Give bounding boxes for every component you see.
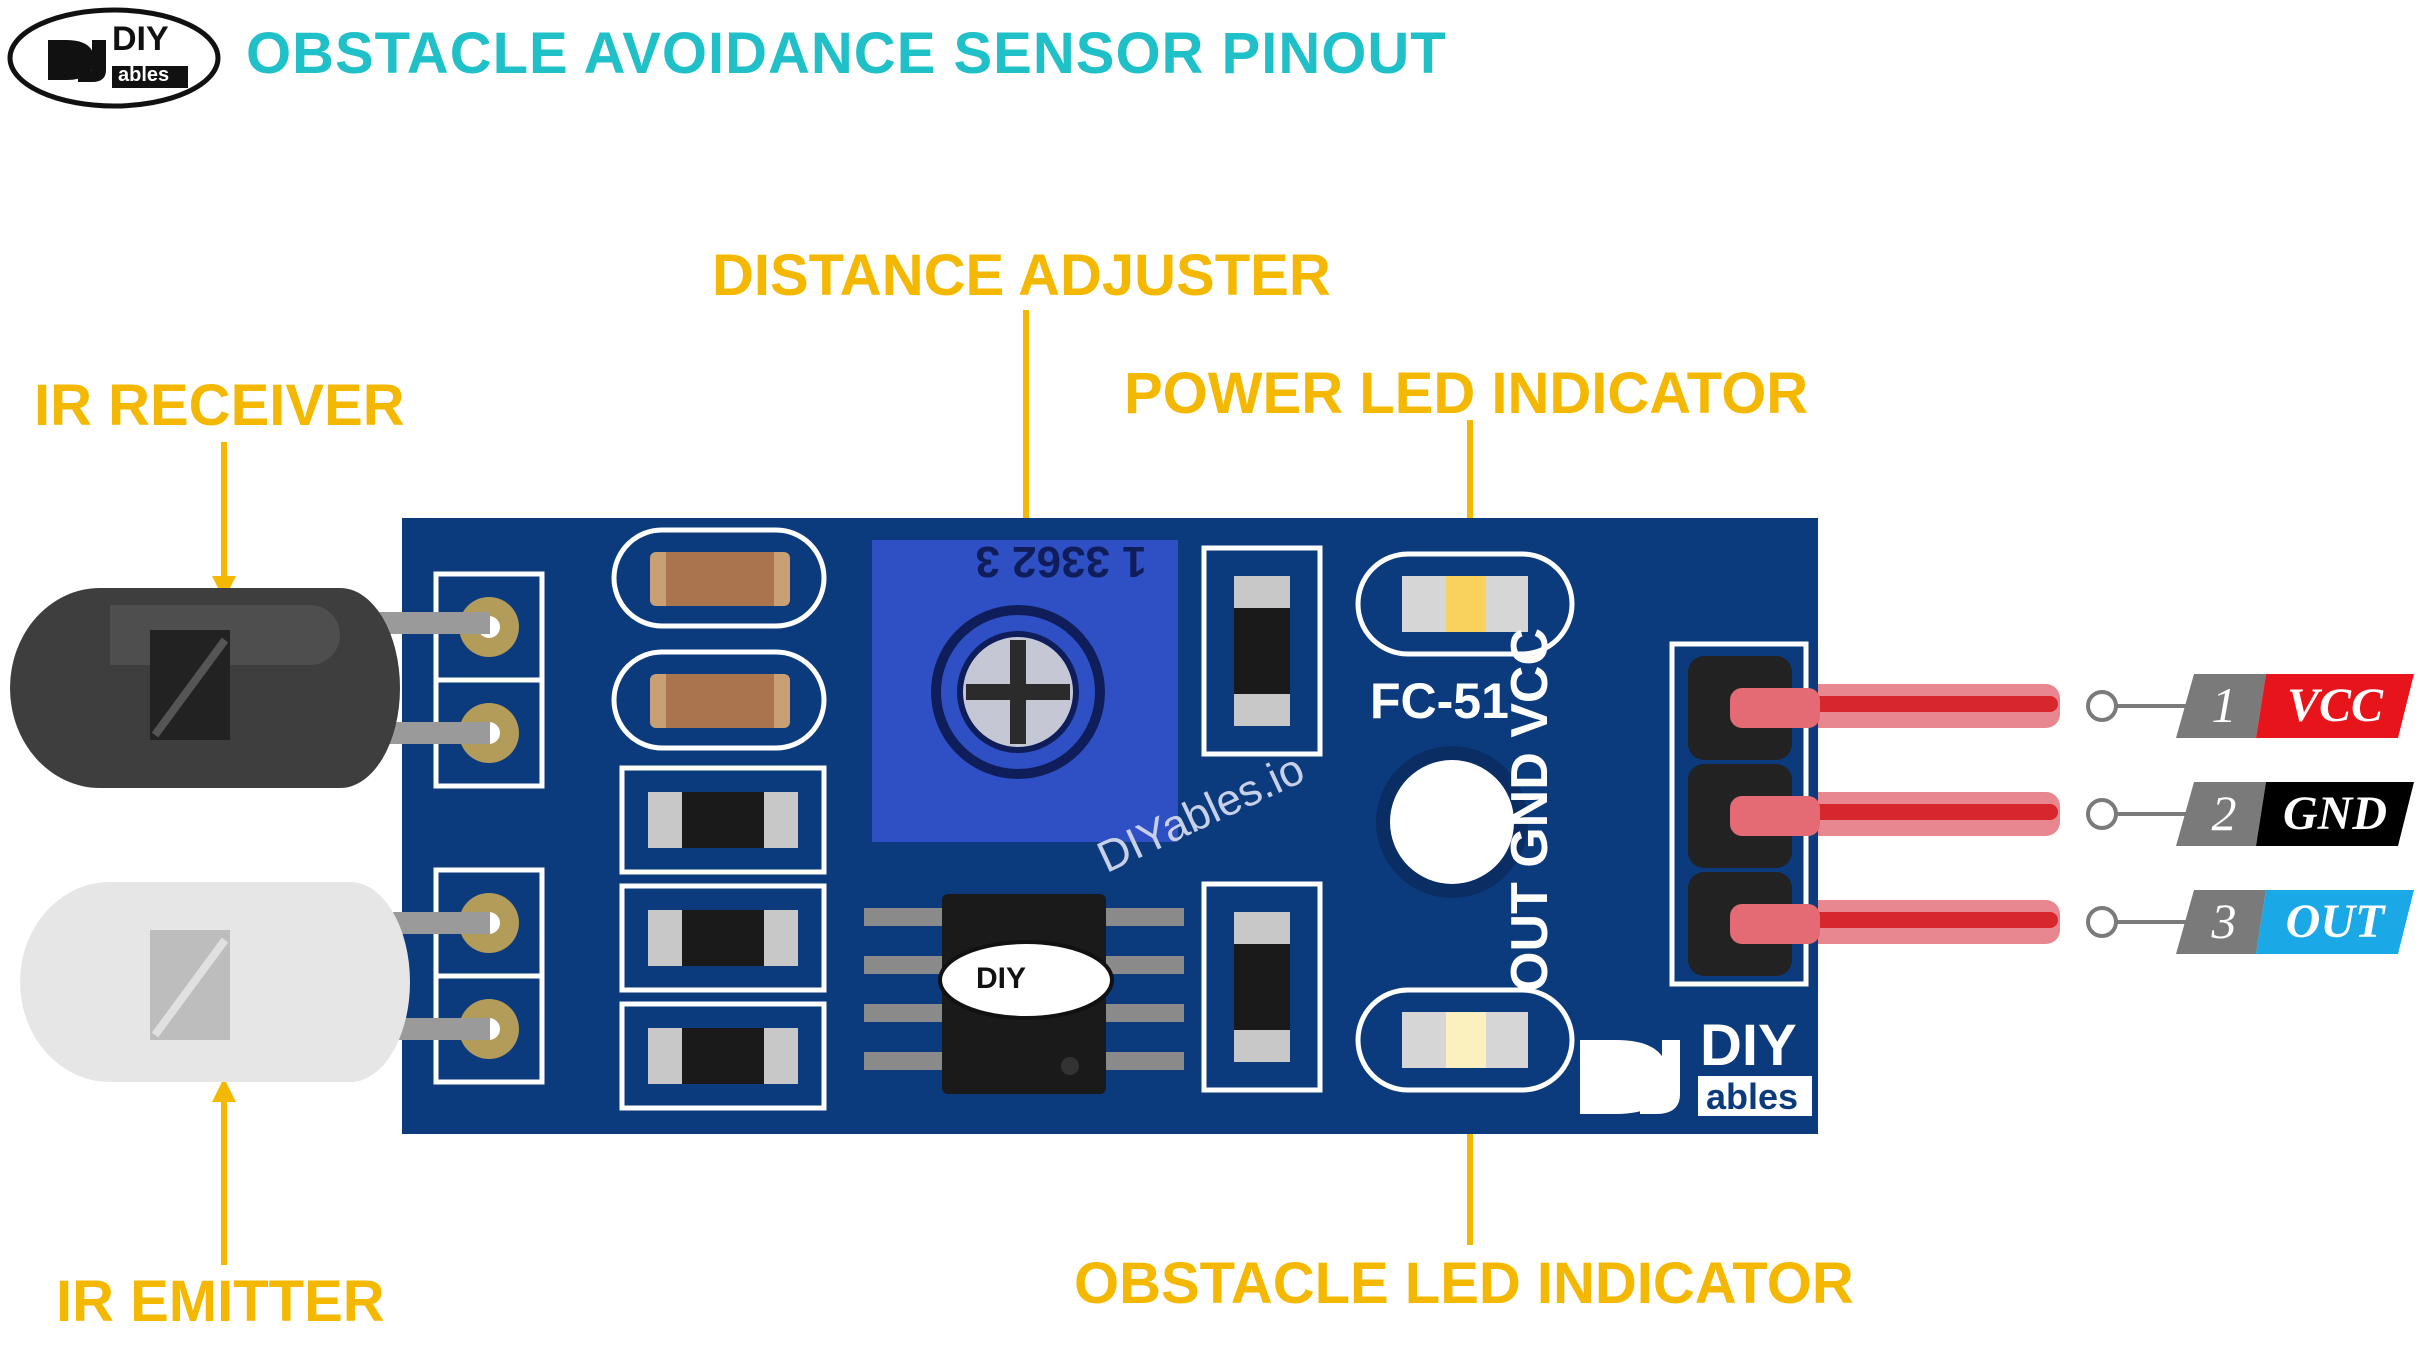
- ir-emitter: [20, 882, 490, 1082]
- board-logo-bottom: ables: [1706, 1076, 1799, 1117]
- pin-3-name: OUT: [2285, 895, 2385, 948]
- label-obstacle-led: OBSTACLE LED INDICATOR: [1074, 1251, 1854, 1316]
- chip-logo-text: DIY: [976, 962, 1027, 995]
- pin-2-name: GND: [2283, 787, 2387, 840]
- resistors: [619, 765, 827, 1111]
- pin-1-name: VCC: [2286, 679, 2384, 732]
- comparator-chip: [864, 894, 1184, 1094]
- board-logo: [1580, 1040, 1812, 1116]
- power-led: [1355, 551, 1575, 657]
- board-logo-top: DIY: [1700, 1013, 1797, 1078]
- pin-2-number: 2: [2211, 785, 2237, 841]
- mounting-hole: [1376, 746, 1528, 898]
- page-title: OBSTACLE AVOIDANCE SENSOR PINOUT: [246, 21, 1447, 86]
- capacitors: [611, 527, 827, 751]
- pin-callouts: [2086, 674, 2414, 954]
- pin-1-number: 1: [2211, 677, 2237, 733]
- header-silkscreen: OUT GND VCC: [1501, 628, 1559, 992]
- distance-adjuster-potentiometer: [872, 540, 1178, 842]
- label-power-led: POWER LED INDICATOR: [1124, 361, 1809, 426]
- label-distance-adjuster: DISTANCE ADJUSTER: [712, 243, 1331, 308]
- obstacle-led: [1355, 987, 1575, 1093]
- side-resistors: [1201, 545, 1323, 1093]
- sensor-pads: [433, 571, 545, 1085]
- pin-3-number: 3: [2211, 893, 2237, 949]
- logo-text-bottom: ables: [118, 64, 170, 86]
- ir-receiver: [10, 588, 490, 788]
- pin-header: [1669, 641, 1820, 987]
- label-ir-receiver: IR RECEIVER: [34, 373, 405, 438]
- model-label: FC-51: [1370, 673, 1509, 729]
- logo-text-top: DIY: [112, 20, 169, 58]
- pot-marking: 1 3362 3: [975, 537, 1147, 586]
- label-ir-emitter: IR EMITTER: [56, 1269, 385, 1334]
- diyables-logo: [7, 7, 221, 109]
